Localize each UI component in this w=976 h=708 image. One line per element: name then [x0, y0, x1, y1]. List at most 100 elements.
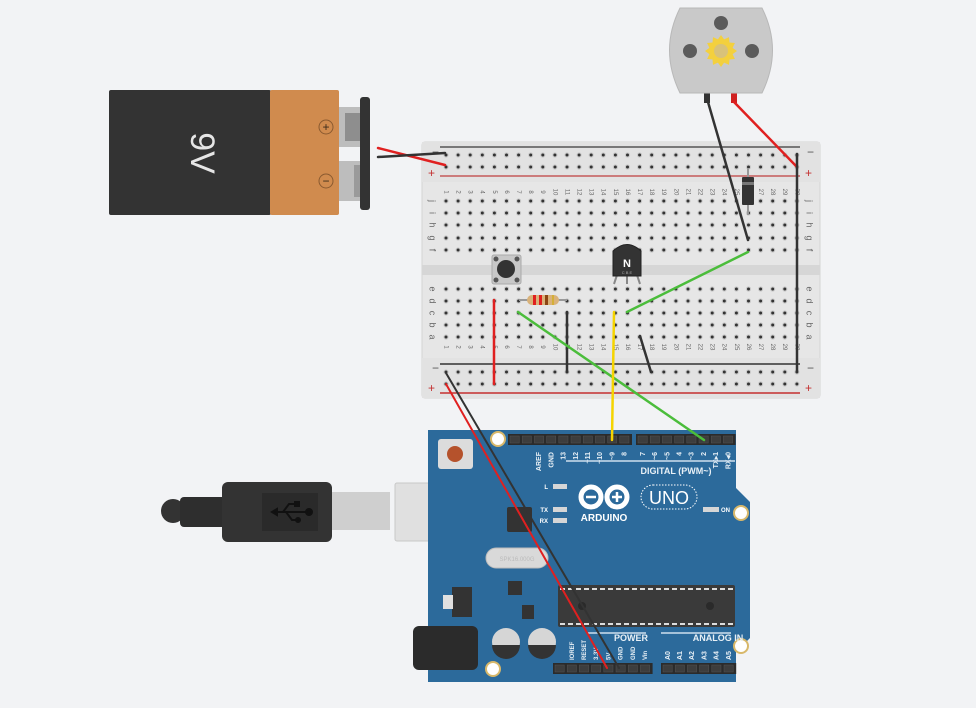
resistor[interactable]: [519, 295, 567, 305]
base-to-pin9-wire[interactable]: [610, 310, 616, 442]
digital-header-right[interactable]: [636, 434, 736, 445]
header-pin[interactable]: [591, 664, 602, 673]
terminal-hole-center: [613, 199, 617, 203]
motor-negative-wire[interactable]: [706, 100, 750, 242]
motor-positive-wire[interactable]: [732, 100, 799, 169]
header-pin[interactable]: [570, 435, 581, 444]
column-label: 9: [539, 345, 545, 349]
header-pin[interactable]: [554, 664, 565, 673]
power-header[interactable]: [553, 663, 653, 674]
pin-labels: AREFGND1312~11~10~987~6~54~32TX▸1RX◂0IOR…: [536, 451, 733, 660]
header-pin[interactable]: [509, 435, 520, 444]
header-pin[interactable]: [579, 664, 589, 673]
usb-cable[interactable]: [161, 482, 475, 542]
header-pin[interactable]: [640, 664, 650, 673]
terminal-hole-center: [505, 199, 508, 203]
arduino-5v-wire[interactable]: [445, 383, 608, 669]
battery-negative-wire[interactable]: [376, 151, 447, 159]
rail-hole-center: [553, 382, 557, 386]
arduino-gnd-wire[interactable]: [445, 372, 620, 669]
header-pin[interactable]: [662, 664, 673, 673]
column-label: 24: [721, 189, 727, 196]
header-pin[interactable]: [674, 664, 685, 673]
column-label: 15: [612, 189, 618, 196]
terminal-hole-center: [492, 199, 496, 203]
column-label: 8: [527, 190, 533, 194]
dc-motor[interactable]: [669, 7, 773, 103]
header-pin[interactable]: [699, 664, 710, 673]
terminal-hole-center: [662, 287, 666, 291]
header-pin[interactable]: [603, 664, 614, 673]
wires[interactable]: [376, 100, 799, 669]
terminal-hole-center: [710, 236, 714, 240]
header-pin[interactable]: [534, 435, 544, 444]
header-pin[interactable]: [615, 664, 626, 673]
rail-hole-center: [565, 153, 569, 157]
header-pin[interactable]: [711, 664, 722, 673]
terminal-hole-center: [505, 236, 508, 240]
push-button[interactable]: [491, 254, 522, 285]
rail-hole-center: [480, 153, 484, 157]
header-pin[interactable]: [521, 435, 532, 444]
header-pin[interactable]: [582, 435, 593, 444]
terminal-hole-center: [638, 199, 642, 203]
terminal-hole-center: [686, 211, 690, 215]
row-label: a: [428, 334, 438, 339]
small-ic: [522, 605, 534, 619]
pin-label: AREF: [536, 451, 543, 471]
diode-to-collector-wire[interactable]: [625, 250, 750, 314]
header-pin[interactable]: [627, 664, 638, 673]
header-pin[interactable]: [687, 664, 697, 673]
row-label: g: [428, 235, 438, 240]
header-pin[interactable]: [662, 435, 672, 444]
header-pin[interactable]: [566, 664, 577, 673]
header-pin[interactable]: [723, 435, 733, 444]
rail-hole-center: [480, 382, 484, 386]
header-pin[interactable]: [649, 435, 660, 444]
rail-hole-center: [662, 382, 666, 386]
column-label: 23: [709, 189, 715, 196]
button-cap[interactable]: [497, 260, 515, 278]
column-label: 3: [467, 345, 473, 349]
power-jack[interactable]: [413, 626, 478, 670]
header-pin[interactable]: [619, 435, 630, 444]
usb-cable-ribs: [180, 497, 226, 527]
terminal-hole-center: [589, 223, 593, 227]
digital-header-left[interactable]: [508, 434, 632, 445]
terminal-hole-center: [529, 323, 533, 327]
emitter-ground-wire[interactable]: [638, 334, 653, 374]
header-pin[interactable]: [595, 435, 605, 444]
terminal-hole-center: [468, 211, 472, 215]
header-pin[interactable]: [686, 435, 697, 444]
rail-hole-center: [638, 382, 642, 386]
header-pin[interactable]: [546, 435, 557, 444]
terminal-hole-center: [698, 236, 702, 240]
rail-hole-center: [626, 370, 629, 374]
battery-positive-wire[interactable]: [376, 146, 447, 167]
breadboard[interactable]: − + − + − + − + 112233445566778899101011…: [421, 141, 821, 399]
rail-hole-center: [698, 370, 702, 374]
pin-label: ~10: [597, 452, 604, 464]
header-pin[interactable]: [674, 435, 685, 444]
led-on: [703, 507, 719, 512]
terminal-hole-center: [626, 211, 629, 215]
terminal-hole-center: [771, 223, 775, 227]
column-label: 28: [769, 189, 775, 196]
terminal-hole-center: [613, 223, 617, 227]
diode[interactable]: [742, 168, 754, 215]
terminal-hole-center: [529, 236, 533, 240]
analog-header[interactable]: [661, 663, 737, 674]
header-pin[interactable]: [637, 435, 648, 444]
header-pin[interactable]: [723, 664, 734, 673]
reset-button-cap[interactable]: [447, 446, 463, 462]
bottom-right-plus-label: +: [805, 381, 812, 395]
header-pin[interactable]: [710, 435, 721, 444]
button-to-pin2-wire[interactable]: [516, 310, 706, 442]
npn-transistor[interactable]: N C B E: [612, 244, 642, 285]
header-pin[interactable]: [558, 435, 569, 444]
pin-label: RESET: [582, 640, 588, 660]
transistor-label: N: [623, 258, 631, 270]
battery-9v[interactable]: 9V + −: [109, 90, 370, 215]
